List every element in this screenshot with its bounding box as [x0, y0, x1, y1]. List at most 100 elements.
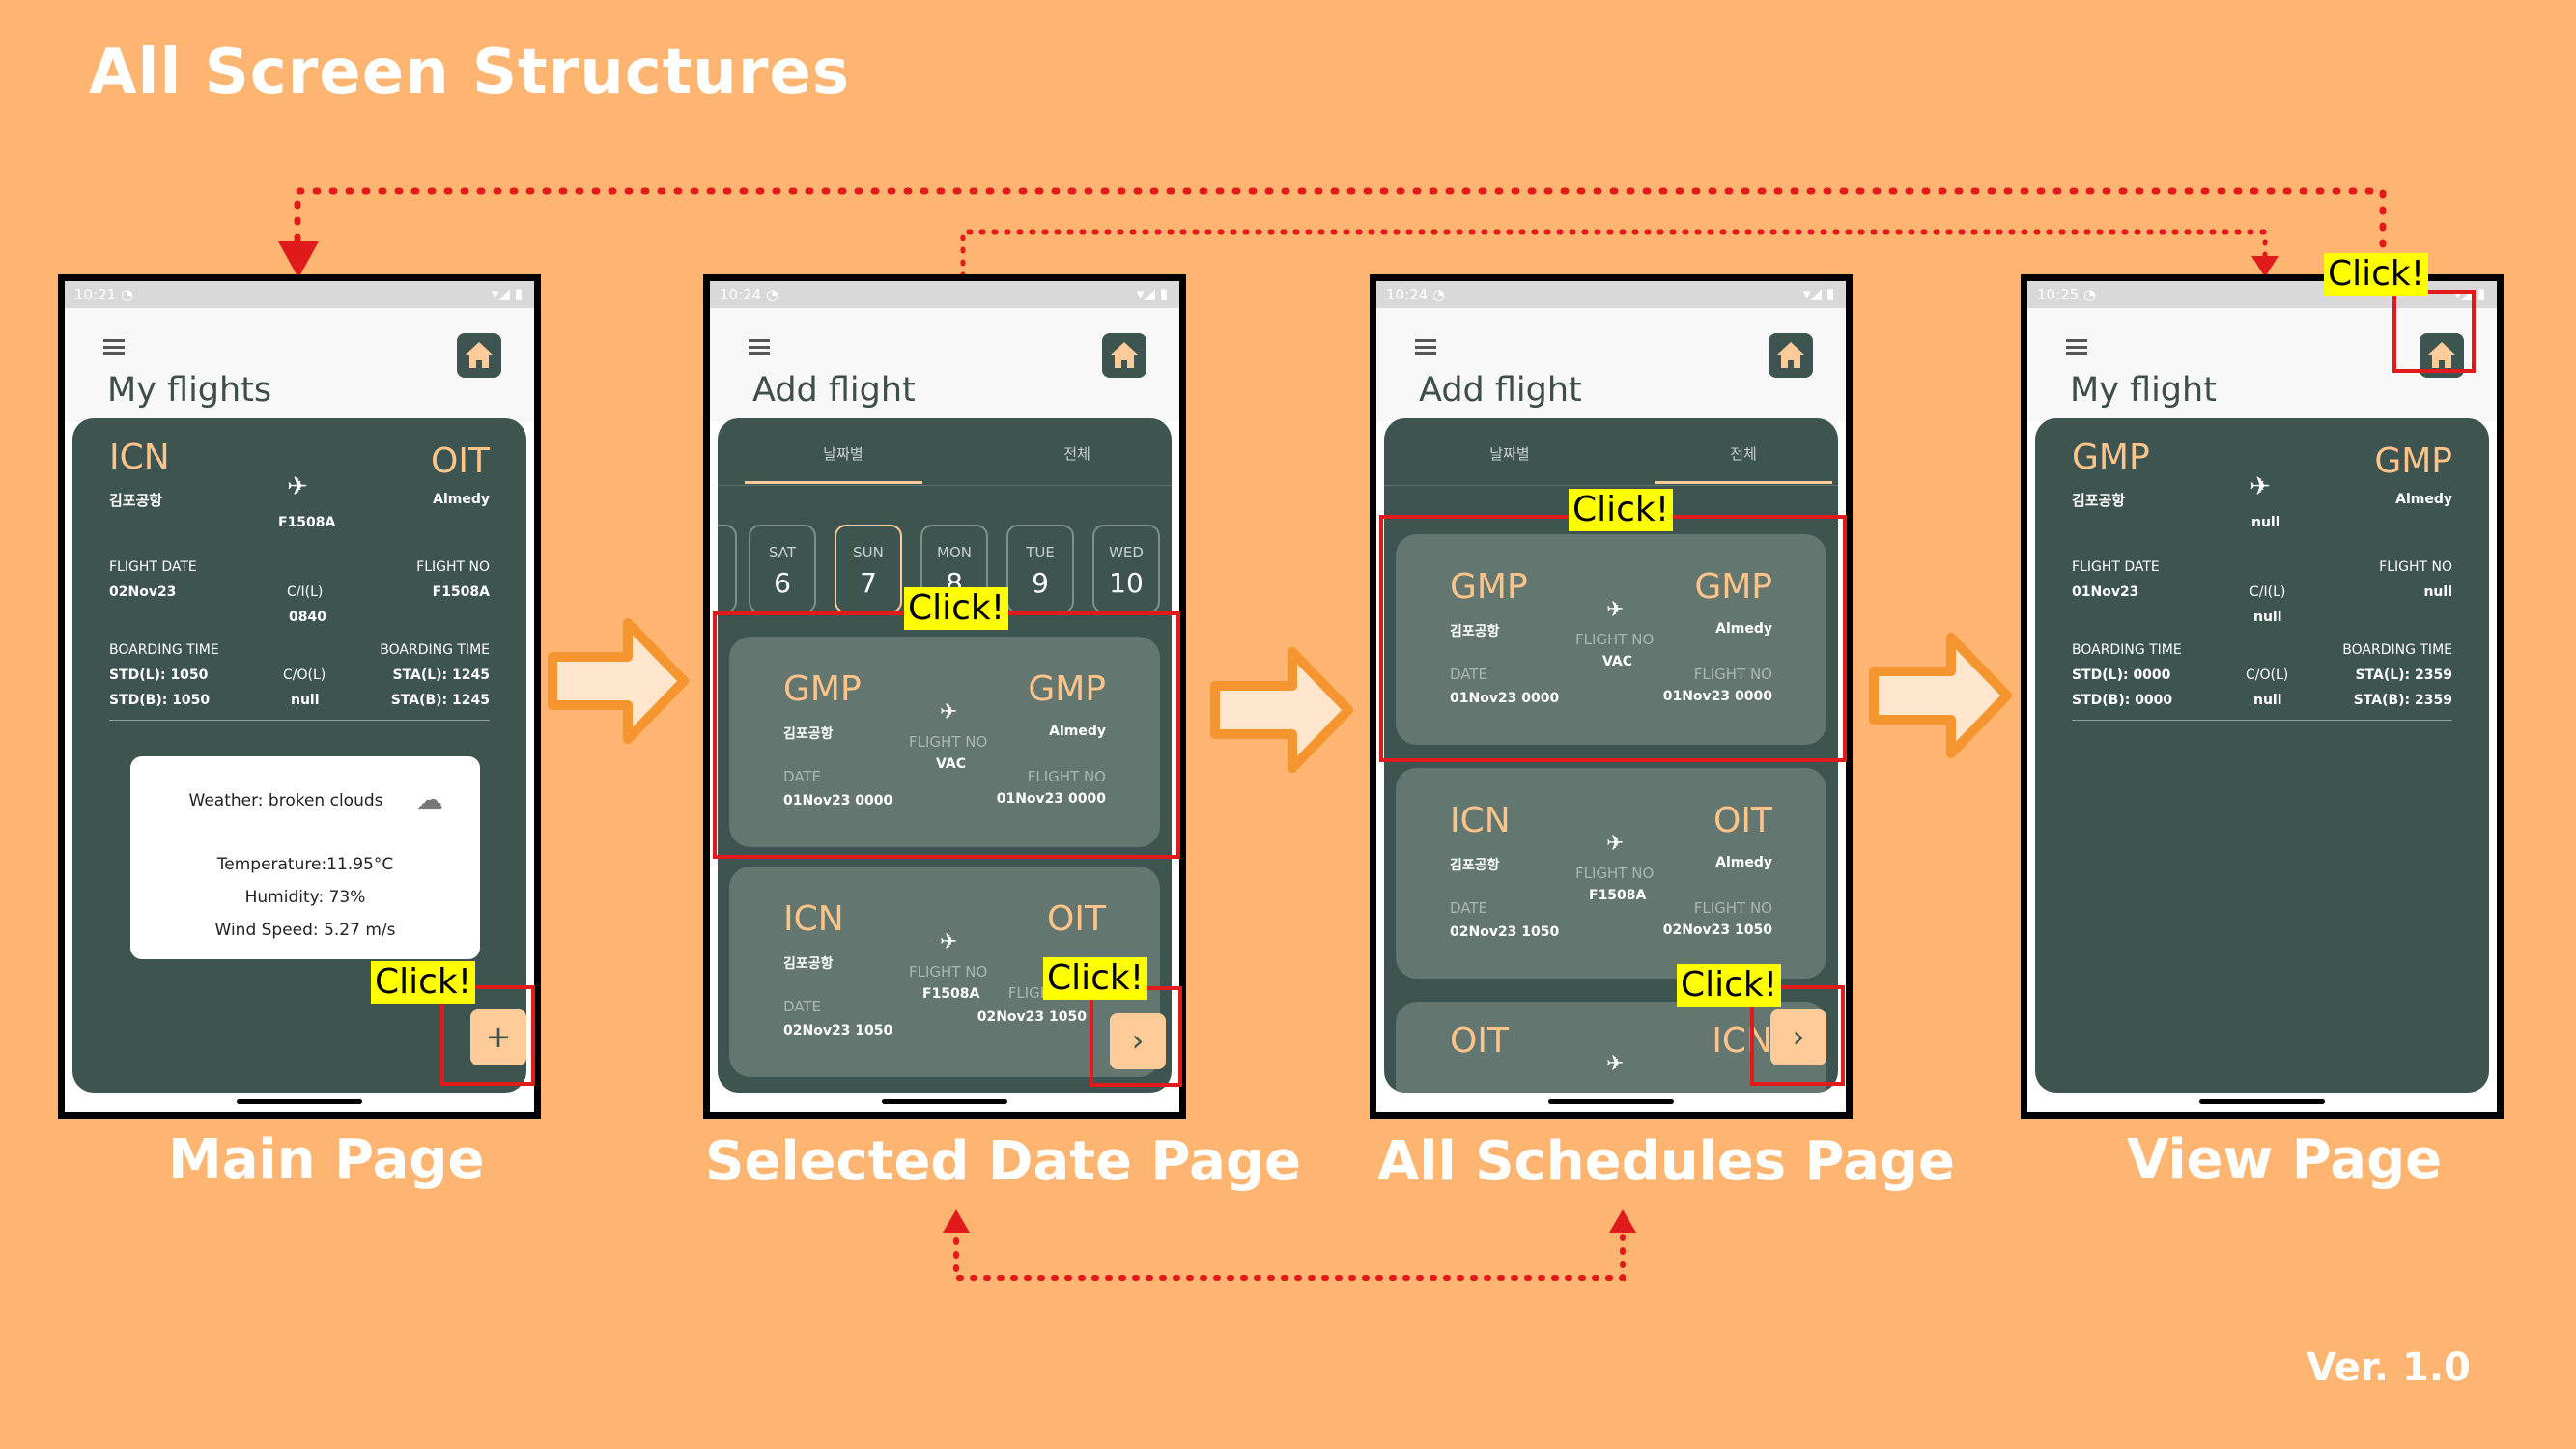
card-right-value: 01Nov23 0000	[1662, 689, 1772, 704]
departure-code: GMP	[2072, 438, 2150, 477]
status-bar: 10:21 ◔ ▾◢ ▮	[65, 281, 534, 308]
sta-base: STA(B): 1245	[390, 693, 490, 708]
divider	[109, 720, 490, 721]
tab-all[interactable]: 전체	[1730, 445, 1757, 463]
card-date: 02Nov23 1050	[783, 1023, 893, 1038]
sta-local: STA(L): 1245	[392, 668, 490, 683]
click-callout-next: Click!	[1677, 964, 1782, 1007]
menu-icon[interactable]	[2066, 339, 2087, 355]
card-right-value: 02Nov23 1050	[977, 1009, 1087, 1025]
menu-icon[interactable]	[103, 339, 125, 355]
menu-icon[interactable]	[749, 339, 770, 355]
std-local: STD(L): 1050	[109, 668, 209, 683]
flight-card[interactable]: GMP GMP 김포공항 Almedy ✈ FLIGHT NO VAC DATE…	[729, 637, 1160, 847]
card-arr-code: GMP	[1694, 567, 1772, 607]
tab-by-date[interactable]: 날짜별	[1489, 445, 1530, 463]
flight-card[interactable]: OIT ICN ✈	[1396, 1002, 1826, 1093]
status-icons: ▾◢ ▮	[1136, 285, 1168, 302]
flow-view-to-main	[294, 187, 2387, 265]
flight-date-label: FLIGHT DATE	[109, 559, 197, 575]
click-callout-next: Click!	[1043, 957, 1148, 1000]
day-chip-partial[interactable]	[718, 525, 737, 613]
app-title: Add flight	[752, 371, 916, 410]
departure-code: ICN	[109, 438, 170, 477]
co-value: null	[2253, 693, 2282, 708]
add-flight-button[interactable]: +	[470, 1009, 526, 1065]
card-arr-name: Almedy	[1049, 724, 1106, 739]
flight-date: 02Nov23	[109, 584, 177, 600]
next-button[interactable]: ›	[1770, 1009, 1826, 1065]
status-time: 10:24	[1386, 286, 1429, 303]
flight-no-label: FLIGHT NO	[2379, 559, 2452, 575]
sta-base: STA(B): 2359	[2353, 693, 2452, 708]
menu-icon[interactable]	[1415, 339, 1436, 355]
click-callout-card: Click!	[1569, 489, 1674, 531]
card-dep-code: ICN	[783, 899, 844, 939]
tab-all[interactable]: 전체	[1063, 445, 1090, 463]
app-bar: My flight	[2027, 308, 2497, 422]
card-right-label: FLIGHT NO	[1693, 666, 1772, 683]
flow-arrowhead-date	[943, 1209, 970, 1233]
home-icon	[466, 342, 493, 368]
gesture-bar	[882, 1099, 1007, 1104]
flight-card[interactable]: GMP GMP 김포공항 Almedy ✈ FLIGHT NO VAC DATE…	[1396, 534, 1826, 745]
card-dep-name: 김포공항	[1450, 624, 1500, 639]
tab-by-date[interactable]: 날짜별	[823, 445, 863, 463]
std-local: STD(L): 0000	[2072, 668, 2171, 683]
all-schedules-screen: 10:24 ◔ ▾◢ ▮ Add flight 날짜별 전체 GMP GMP 김…	[1376, 281, 1846, 1112]
card-flight-no-label: FLIGHT NO	[909, 963, 988, 980]
boarding-label-left: BOARDING TIME	[2072, 642, 2182, 658]
card-flight-no-label: FLIGHT NO	[1575, 865, 1655, 882]
temperature-text: Temperature:11.95°C	[216, 855, 394, 874]
status-time: 10:24	[720, 286, 762, 303]
highlight-next-button	[1750, 985, 1845, 1086]
departure-name: 김포공항	[2072, 492, 2126, 509]
card-date-label: DATE	[1450, 899, 1488, 917]
ci-label: C/I(L)	[2250, 584, 2286, 600]
flow-date-all-link	[953, 1224, 1626, 1281]
next-button[interactable]: ›	[1110, 1013, 1166, 1069]
status-icons: ▾◢ ▮	[2453, 285, 2485, 302]
card-right-label: FLIGHT NO	[1693, 899, 1772, 917]
gesture-bar	[1548, 1099, 1674, 1104]
home-button[interactable]	[457, 333, 501, 378]
tab-bar: 날짜별 전체	[718, 418, 1172, 486]
day-name: SUN	[853, 544, 884, 561]
card-right-label: FLIGHT NO	[1027, 768, 1106, 785]
ci-value: 0840	[289, 610, 326, 625]
weather-description: Weather: broken clouds	[188, 791, 383, 810]
card-dep-code: OIT	[1450, 1021, 1509, 1061]
co-label: C/O(L)	[283, 668, 326, 683]
home-button[interactable]	[1102, 333, 1146, 378]
status-time: 10:25	[2037, 286, 2080, 303]
home-button[interactable]	[1769, 333, 1813, 378]
card-arr-code: OIT	[1047, 899, 1106, 939]
card-date-label: DATE	[783, 768, 822, 785]
ci-label: C/I(L)	[287, 584, 324, 600]
std-base: STD(B): 0000	[2072, 693, 2173, 708]
boarding-label-right: BOARDING TIME	[2342, 642, 2452, 658]
day-name: SAT	[768, 544, 797, 561]
flight-card[interactable]: ICN OIT 김포공항 Almedy ✈ FLIGHT NO F1508A D…	[1396, 768, 1826, 979]
day-number: 6	[774, 567, 791, 599]
center-flight-no: F1508A	[278, 515, 336, 530]
app-bar: My flights	[65, 308, 534, 422]
tab-indicator	[1655, 481, 1832, 484]
flow-arrowhead-main	[278, 242, 319, 278]
co-value: null	[291, 693, 320, 708]
click-callout-add: Click!	[371, 961, 476, 1004]
boarding-label-right: BOARDING TIME	[380, 642, 490, 658]
status-bar: 10:24 ◔ ▾◢ ▮	[1376, 281, 1846, 308]
day-chip-sat[interactable]: SAT 6	[749, 525, 816, 613]
arrow-date-to-all	[1210, 647, 1353, 773]
gesture-bar	[237, 1099, 362, 1104]
weather-card: Weather: broken clouds ☁ Temperature:11.…	[130, 756, 480, 959]
wind-speed-text: Wind Speed: 5.27 m/s	[214, 921, 396, 940]
arrow-all-to-view	[1869, 633, 2012, 758]
page-title: All Screen Structures	[89, 37, 850, 108]
